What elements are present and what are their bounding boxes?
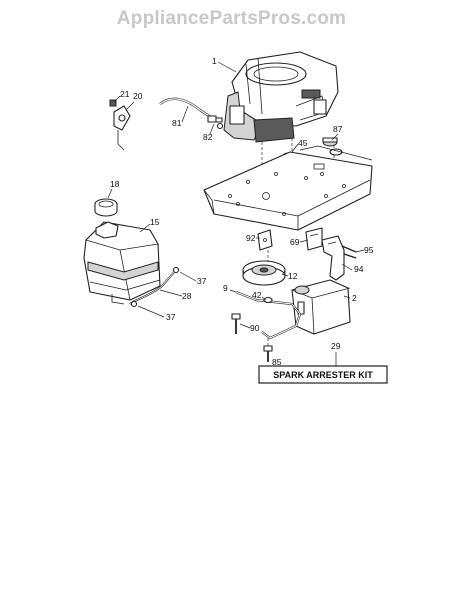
label-45: 45: [298, 138, 308, 148]
label-87: 87: [333, 124, 343, 134]
label-1: 1: [212, 56, 217, 66]
chassis-plate: [203, 145, 373, 231]
bracket-69: [305, 227, 323, 251]
label-18: 18: [110, 179, 120, 189]
part-87: [322, 137, 343, 156]
spark-arrester-kit-box: [258, 365, 388, 384]
label-92: 92: [246, 233, 256, 243]
label-37-top: 37: [197, 276, 207, 286]
muffler: [291, 279, 351, 335]
label-29: 29: [331, 341, 341, 351]
label-20: 20: [133, 91, 143, 101]
label-69: 69: [290, 237, 300, 247]
exhaust-pipe: [321, 235, 345, 281]
label-21: 21: [120, 89, 130, 99]
label-9: 9: [223, 283, 228, 293]
label-2: 2: [352, 293, 357, 303]
label-82: 82: [203, 132, 213, 142]
label-12: 12: [288, 271, 298, 281]
label-42: 42: [252, 290, 262, 300]
fuel-cap: [94, 198, 118, 217]
label-81: 81: [172, 118, 182, 128]
throttle-control: [109, 99, 131, 151]
pulley: [242, 260, 286, 286]
label-85: 85: [272, 357, 282, 367]
engine: [223, 51, 339, 143]
label-28: 28: [182, 291, 192, 301]
label-90: 90: [250, 323, 260, 333]
bolt-85: [263, 338, 273, 362]
label-95: 95: [364, 245, 374, 255]
label-15: 15: [150, 217, 160, 227]
label-37-bottom: 37: [166, 312, 176, 322]
bracket-92: [257, 229, 273, 251]
fuel-line: [129, 266, 180, 308]
watermark: AppliancePartsPros.com: [116, 8, 347, 29]
heat-shield-bracket: [235, 290, 302, 340]
bolt-90: [231, 313, 241, 334]
fastener-82: [207, 115, 224, 130]
spark-arrester-kit-title: SPARK ARRESTER KIT: [273, 370, 373, 380]
label-94: 94: [354, 264, 364, 274]
fuel-tank: [83, 221, 161, 305]
bolt-95: [341, 245, 357, 259]
